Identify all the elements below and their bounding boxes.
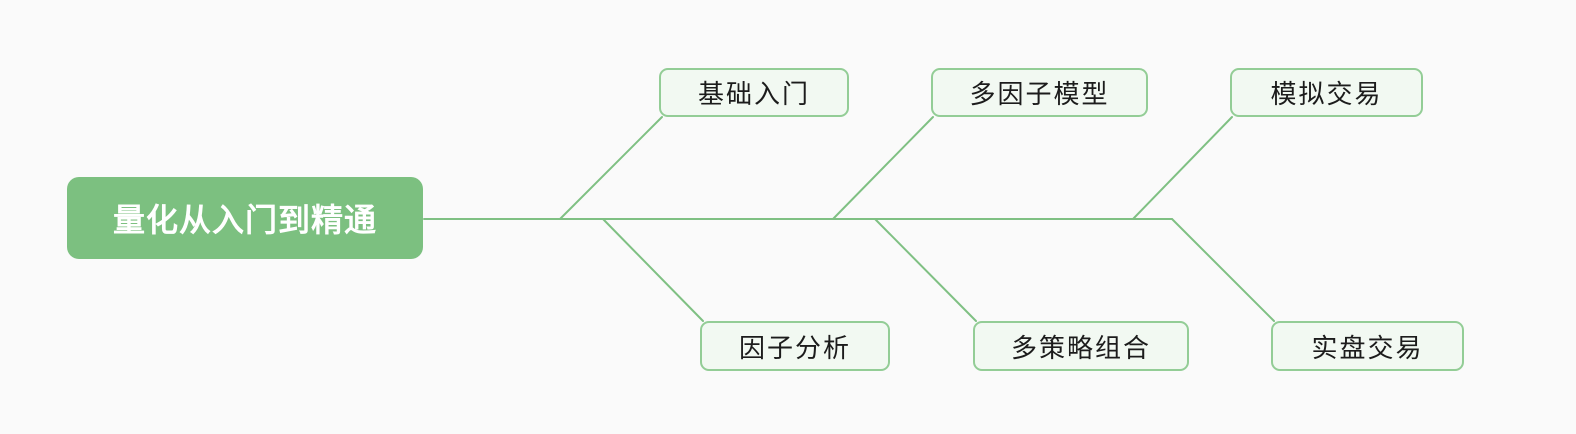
node-multi-factor-model-label: 多因子模型 <box>969 79 1110 109</box>
node-live-trading-label: 实盘交易 <box>1311 332 1424 363</box>
node-simulated-trading[interactable]: 模拟交易 <box>1230 68 1423 117</box>
node-root[interactable]: 量化从入门到精通 <box>67 177 423 259</box>
node-basic-intro[interactable]: 基础入门 <box>659 68 849 117</box>
node-multi-strategy-portfolio[interactable]: 多策略组合 <box>973 321 1189 371</box>
node-root-label: 量化从入门到精通 <box>112 202 377 238</box>
node-basic-intro-label: 基础入门 <box>697 79 810 109</box>
connector-multi-strategy-portfolio <box>874 218 977 322</box>
connector-multi-factor-model <box>832 116 934 220</box>
node-factor-analysis[interactable]: 因子分析 <box>700 321 890 371</box>
node-simulated-trading-label: 模拟交易 <box>1270 79 1383 109</box>
connector-factor-analysis <box>602 218 704 322</box>
node-multi-factor-model[interactable]: 多因子模型 <box>931 68 1148 117</box>
connector-basic-intro <box>559 116 663 220</box>
node-live-trading[interactable]: 实盘交易 <box>1271 321 1464 371</box>
node-factor-analysis-label: 因子分析 <box>738 332 851 363</box>
connector-simulated-trading <box>1132 116 1233 220</box>
node-multi-strategy-portfolio-label: 多策略组合 <box>1010 332 1151 363</box>
connector-live-trading <box>1171 218 1275 322</box>
